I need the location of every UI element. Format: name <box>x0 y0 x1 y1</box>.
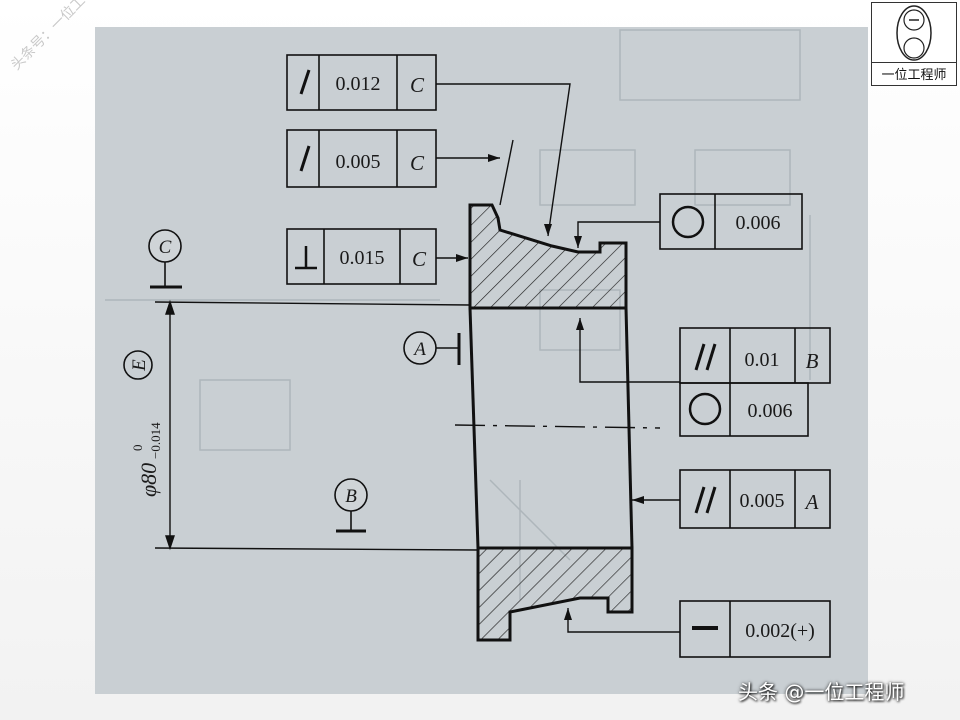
diameter-label: φ80 0 −0.014 <box>130 422 163 497</box>
datum-e-circle: E <box>123 350 153 380</box>
fcf-roundness-0006-upper: 0.006 <box>659 193 803 250</box>
svg-text:0.002(+): 0.002(+) <box>745 620 815 642</box>
part-lower-section <box>476 546 634 642</box>
datum-c: C <box>148 229 182 289</box>
svg-text:φ80: φ80 <box>136 463 161 497</box>
svg-text:−0.014: −0.014 <box>148 422 163 459</box>
svg-text:0.006: 0.006 <box>736 212 781 234</box>
svg-text:C: C <box>412 247 427 271</box>
svg-text:E: E <box>129 359 150 372</box>
leader-arrows <box>456 154 644 620</box>
part-upper-section <box>468 203 628 310</box>
logo-icon <box>896 5 932 61</box>
svg-text:0.01: 0.01 <box>745 349 780 371</box>
datum-b: B <box>334 478 368 533</box>
svg-text:B: B <box>345 486 357 507</box>
svg-text:0: 0 <box>130 445 145 452</box>
fcf-parallelism-0005: 0.005 A <box>679 469 831 529</box>
svg-text:C: C <box>410 151 425 175</box>
fcf-perpendicularity-0015: 0.015 C <box>286 228 437 285</box>
diameter-dimension <box>154 299 479 551</box>
svg-text:0.005: 0.005 <box>740 490 785 512</box>
bore-wall-left <box>468 307 480 549</box>
svg-text:0.012: 0.012 <box>336 73 381 95</box>
footer-caption: 头条 @一位工程师 <box>738 680 905 704</box>
centerline <box>454 424 661 429</box>
svg-text:C: C <box>159 237 172 258</box>
datum-a: A <box>403 331 461 365</box>
svg-text:0.015: 0.015 <box>340 247 385 269</box>
fcf-runout-0012: 0.012 C <box>286 54 437 111</box>
background-print-through <box>105 29 811 600</box>
fcf-parallelism-001-stack: 0.01 B <box>679 327 831 384</box>
logo-label: 一位工程师 <box>872 62 956 83</box>
svg-text:A: A <box>412 339 426 360</box>
svg-text:B: B <box>806 349 819 373</box>
svg-text:0.005: 0.005 <box>336 151 381 173</box>
drawing-svg: φ80 0 −0.014 E C A B <box>105 29 831 658</box>
svg-text:A: A <box>804 490 819 514</box>
fcf-straightness-0002: 0.002(+) <box>679 600 831 658</box>
fcf-runout-0005: 0.005 C <box>286 129 437 188</box>
corner-logo: 一位工程师 <box>871 2 957 86</box>
svg-text:0.006: 0.006 <box>748 400 793 422</box>
svg-text:C: C <box>410 73 425 97</box>
watermark-text: 头条号：一位工程师 <box>8 0 109 74</box>
fcf-roundness-0006-lower: 0.006 <box>679 382 809 437</box>
engineering-drawing-photo: φ80 0 −0.014 E C A B <box>95 27 868 694</box>
